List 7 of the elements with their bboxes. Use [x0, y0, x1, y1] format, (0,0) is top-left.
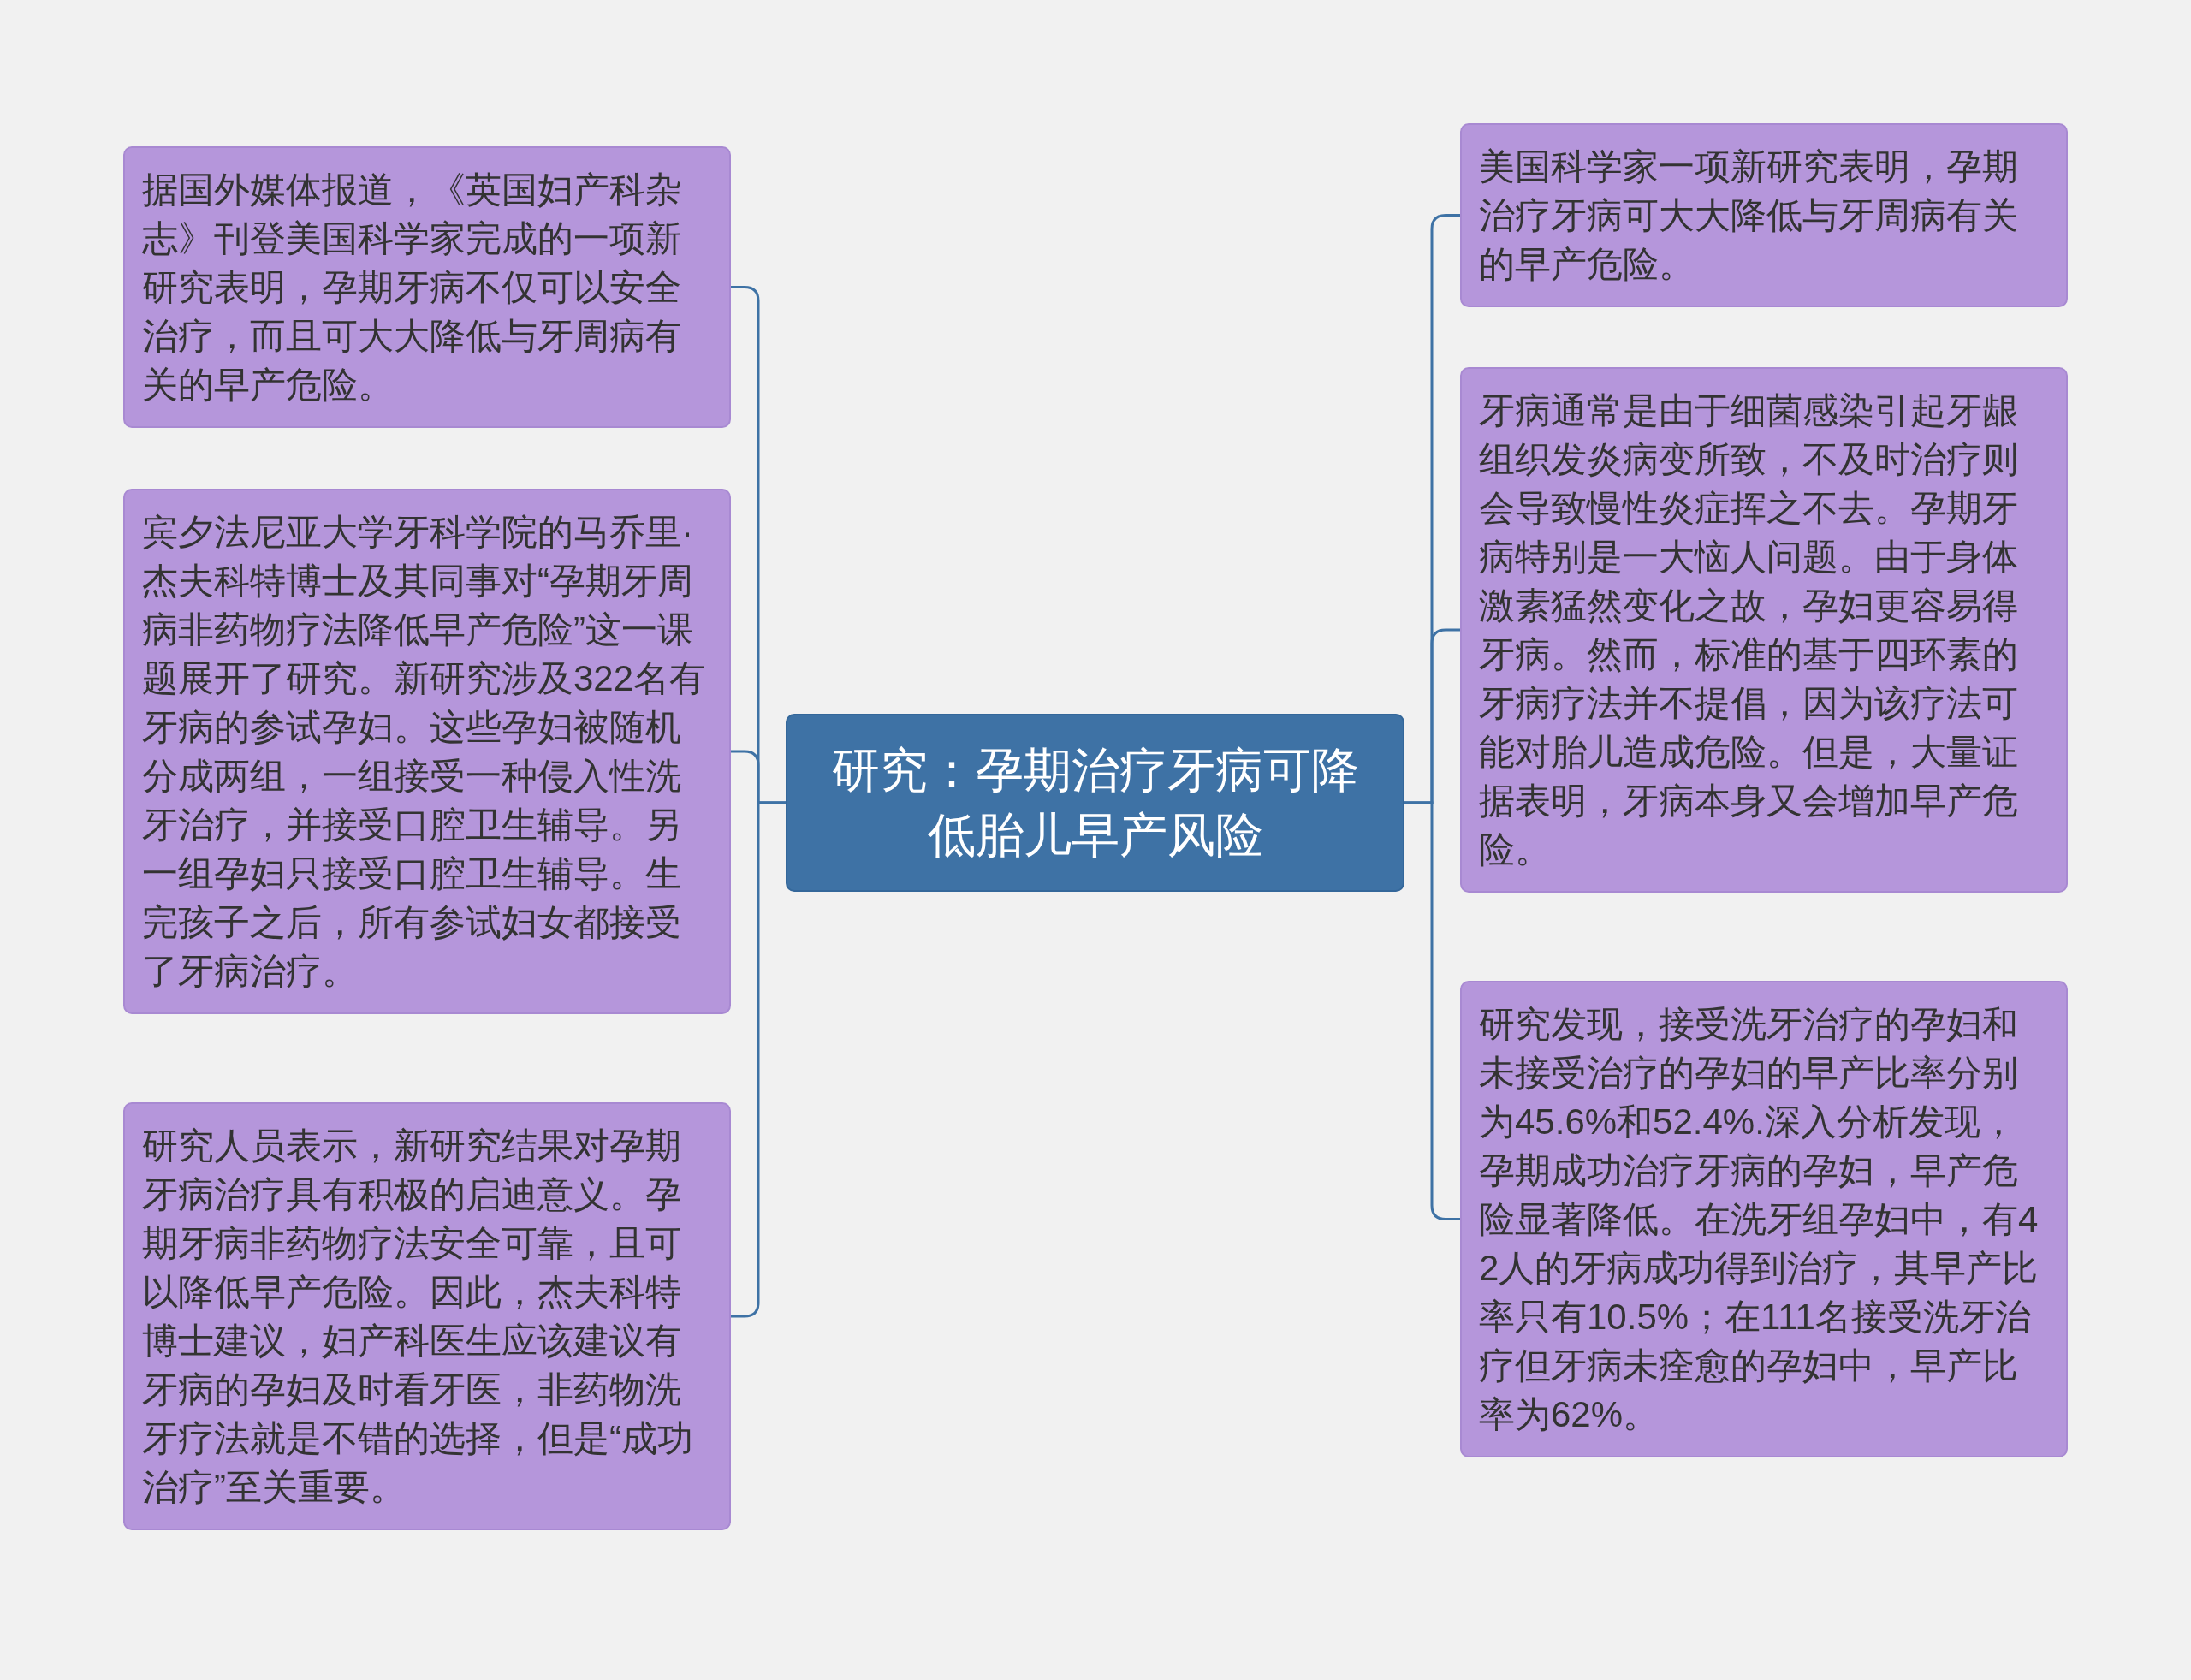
text-box: 宾夕法尼亚大学牙科学院的马乔里·杰夫科特博士及其同事对“孕期牙周病非药物疗法降低早产危险”这一课题展开了研究。新研究涉及322名有牙病的参试孕妇。这些孕妇被随机分成两组，一组接受一种侵入性洗牙治疗，并接受口腔卫生辅导。另一组孕妇只接受口腔卫生辅导。生完孩子之后，所有参试妇女都接受了牙病治疗。 [123, 489, 731, 1014]
text-box: 牙病通常是由于细菌感染引起牙龈组织发炎病变所致，不及时治疗则会导致慢性炎症挥之不去。孕期牙病特别是一大恼人问题。由于身体激素猛然变化之故，孕妇更容易得牙病。然而，标准的基于四环素的牙病疗法并不提倡，因为该疗法可能对胎儿造成危险。但是，大量证据表明，牙病本身又会增加早产危险。 [1460, 367, 2068, 893]
topic-box: 研究：孕期治疗牙病可降低胎儿早产风险 [786, 714, 1404, 892]
text-box: 研究发现，接受洗牙治疗的孕妇和未接受治疗的孕妇的早产比率分别为45.6%和52.4%.深入分析发现，孕期成功治疗牙病的孕妇，早产危险显著降低。在洗牙组孕妇中，有42人的牙病成功得到治疗，其早产比率只有10.5%；在111名接受洗牙治疗但牙病未痊愈的孕妇中，早产比率为62%。 [1460, 981, 2068, 1457]
text-box: 研究人员表示，新研究结果对孕期牙病治疗具有积极的启迪意义。孕期牙病非药物疗法安全可靠，且可以降低早产危险。因此，杰夫科特博士建议，妇产科医生应该建议有牙病的孕妇及时看牙医，非药物洗牙疗法就是不错的选择，但是“成功治疗”至关重要。 [123, 1102, 731, 1530]
text-box: 美国科学家一项新研究表明，孕期治疗牙病可大大降低与牙周病有关的早产危险。 [1460, 123, 2068, 307]
text-box: 据国外媒体报道，《英国妇产科杂志》刊登美国科学家完成的一项新研究表明，孕期牙病不仅可以安全治疗，而且可大大降低与牙周病有关的早产危险。 [123, 146, 731, 428]
